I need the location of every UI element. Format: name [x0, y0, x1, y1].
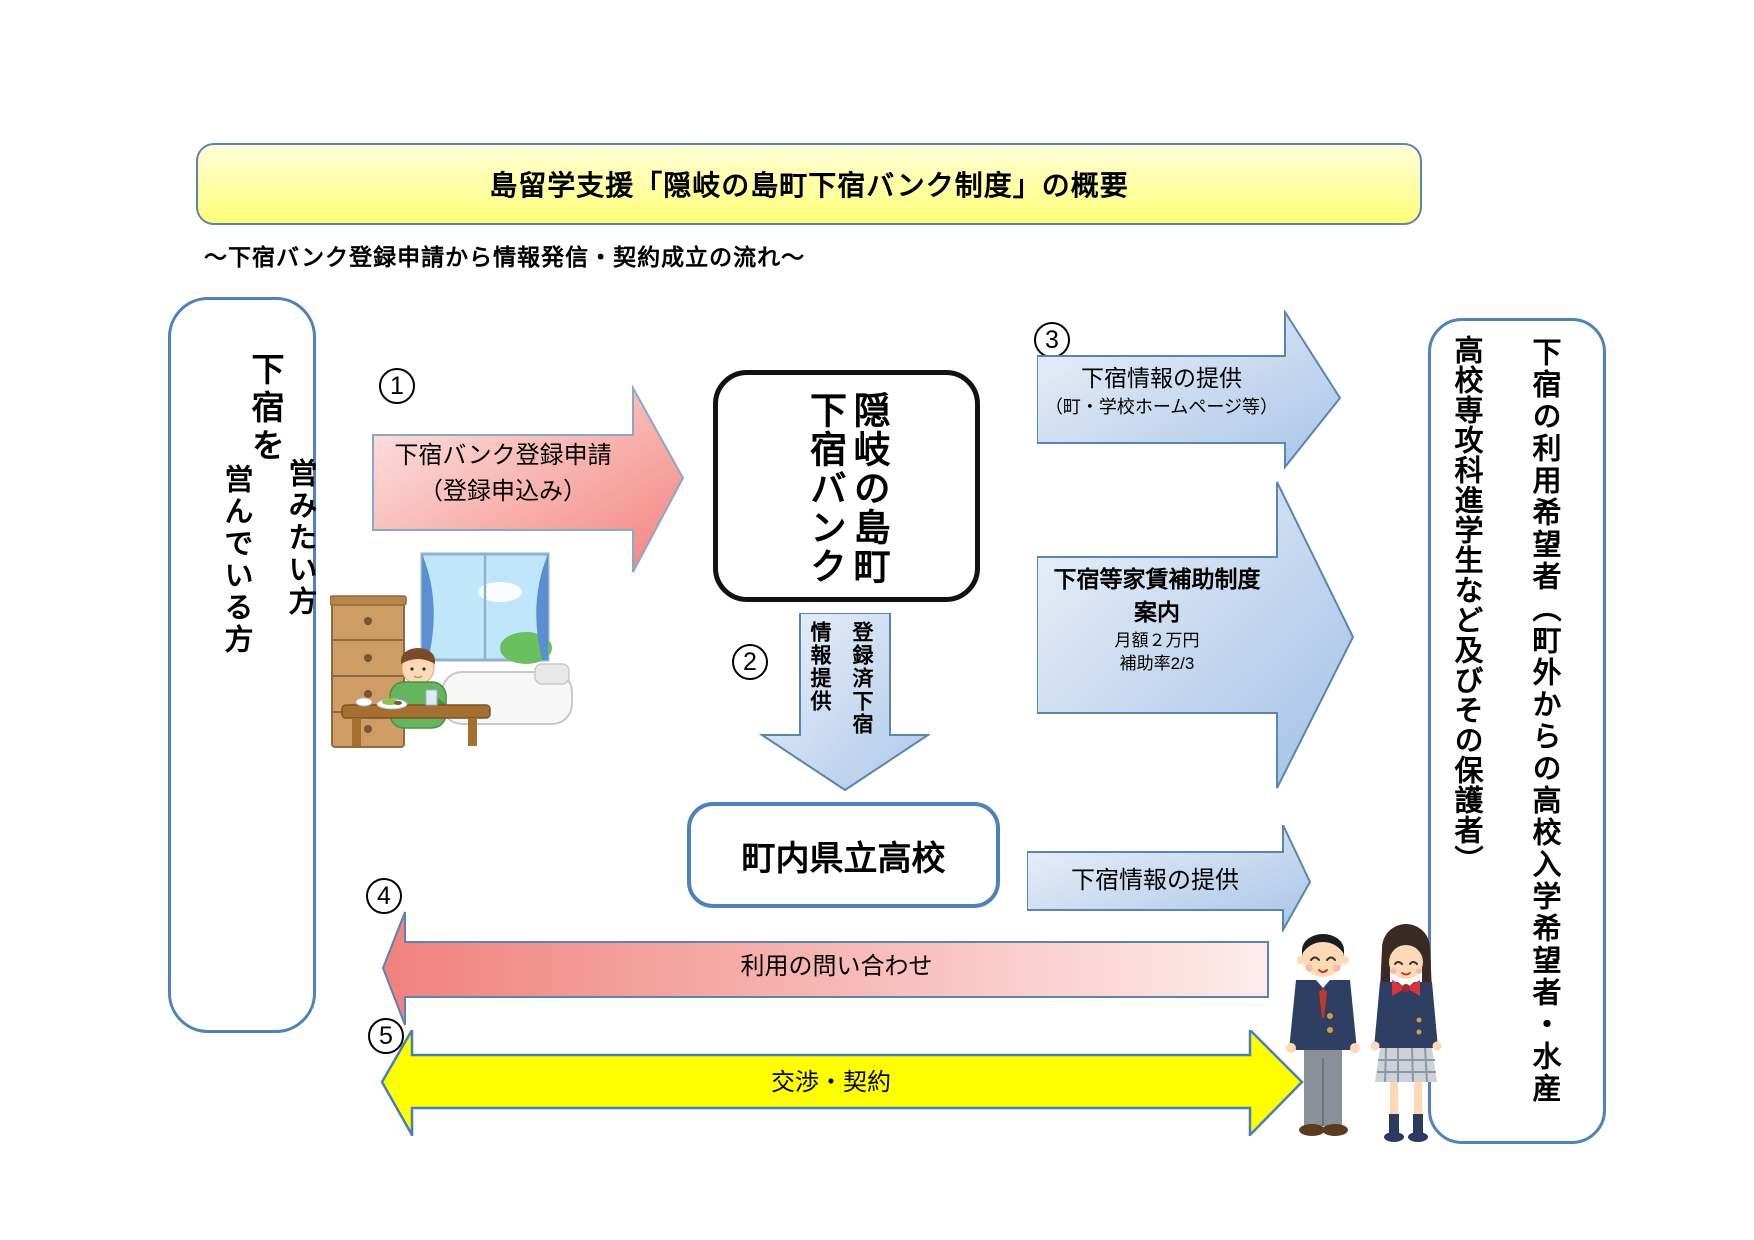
arrow-register-label: 下宿バンク登録申請 （登録申込み） — [373, 438, 633, 510]
register-line1: 下宿バンク登録申請 — [394, 442, 612, 469]
box-prefectural-high-school: 町内県立高校 — [687, 802, 1000, 908]
info-school-text: 下宿情報の提供 — [1071, 867, 1239, 894]
step-4-badge: 4 — [366, 878, 402, 914]
arrow-register-right — [372, 385, 685, 573]
registered-col-right: 登録済下宿 — [850, 621, 873, 736]
contract-text: 交渉・契約 — [771, 1069, 891, 1096]
illustration-students — [1286, 924, 1442, 1142]
users-col2: 高校専攻科進学生など及びその保護者） — [1450, 335, 1482, 875]
arrow-info-school-label: 下宿情報の提供 — [1027, 863, 1283, 899]
box-bank: 隠岐の島町 下宿バンク — [713, 370, 980, 602]
info-hp-line2: （町・学校ホームページ等） — [1044, 397, 1279, 418]
users-col1: 下宿の利用希望者（町外からの高校入学希望者・水産 — [1528, 337, 1560, 1105]
arrow-info-homepage-right — [1037, 310, 1342, 470]
subsidy-line2: 案内 — [1134, 599, 1180, 626]
arrow-inquiry-left — [381, 911, 1269, 1026]
box-boarding-users: 下宿の利用希望者（町外からの高校入学希望者・水産 高校専攻科進学生など及びその保… — [1428, 318, 1606, 1144]
arrow-info-school-right — [1027, 825, 1312, 932]
illustration-host-eating — [330, 552, 573, 748]
subsidy-line4: 補助率2/3 — [1119, 653, 1195, 673]
student-boy — [1286, 934, 1360, 1136]
left-box-option-new: 営みたい方 — [284, 458, 316, 618]
arrow-inquiry-label: 利用の問い合わせ — [405, 949, 1268, 985]
subsidy-line3: 月額２万円 — [1114, 630, 1200, 650]
registered-col-left: 情報提供 — [808, 621, 831, 713]
register-line2: （登録申込み） — [419, 478, 587, 505]
step-5-badge: 5 — [368, 1018, 404, 1054]
step-1-badge: 1 — [379, 368, 415, 404]
page-subtitle: ～下宿バンク登録申請から情報発信・契約成立の流れ～ — [204, 244, 806, 270]
title-banner: 島留学支援「隠岐の島町下宿バンク制度」の概要 — [196, 143, 1422, 225]
arrow-registered-label: 登録済下宿 情報提供 — [798, 621, 882, 746]
arrow-subsidy-label: 下宿等家賃補助制度 案内 月額２万円 補助率2/3 — [1037, 563, 1277, 676]
bank-line1: 隠岐の島町 — [848, 391, 890, 586]
arrow-info-homepage-label: 下宿情報の提供 （町・学校ホームページ等） — [1037, 362, 1286, 421]
arrow-registered-down — [758, 613, 930, 792]
bank-line2: 下宿バンク — [804, 391, 846, 586]
step-2-badge: 2 — [732, 644, 768, 680]
subsidy-line1: 下宿等家賃補助制度 — [1053, 566, 1261, 592]
inquiry-text: 利用の問い合わせ — [740, 953, 933, 980]
arrow-contract-double — [380, 1030, 1304, 1136]
page-title: 島留学支援「隠岐の島町下宿バンク制度」の概要 — [489, 170, 1129, 201]
left-box-option-existing: 営んでいる方 — [220, 464, 252, 656]
left-box-heading: 下宿を — [247, 352, 284, 466]
student-girl — [1370, 924, 1442, 1142]
info-hp-line1: 下宿情報の提供 — [1081, 365, 1242, 391]
arrow-contract-label: 交渉・契約 — [412, 1065, 1250, 1101]
school-label: 町内県立高校 — [741, 839, 946, 878]
box-boarding-operators: 下宿を 営みたい方 営んでいる方 — [168, 297, 316, 1033]
arrow-subsidy-right — [1037, 481, 1355, 789]
